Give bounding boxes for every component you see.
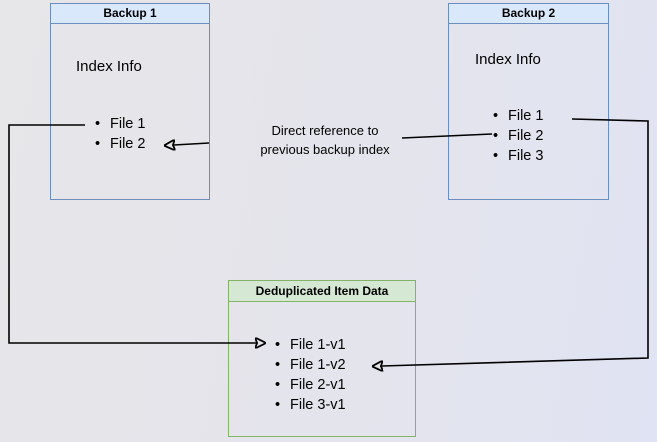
backup1-box: Backup 1 Index Info File 1 File 2: [50, 3, 210, 200]
backup2-file-2: File 2: [493, 126, 543, 146]
backup1-file-1: File 1: [95, 114, 145, 134]
backup2-file-1: File 1: [493, 106, 543, 126]
backup2-subtitle: Index Info: [475, 51, 541, 68]
dedup-file-list: File 1-v1 File 1-v2 File 2-v1 File 3-v1: [275, 335, 346, 415]
file-label: File 2-v1: [290, 377, 346, 393]
file-label: File 1-v2: [290, 357, 346, 373]
file-label: File 1-v1: [290, 337, 346, 353]
dedup-file-1v1: File 1-v1: [275, 335, 346, 355]
dedup-file-2v1: File 2-v1: [275, 375, 346, 395]
backup2-file-list: File 1 File 2 File 3: [493, 106, 543, 166]
file-label: File 2: [508, 128, 544, 144]
dedup-header: Deduplicated Item Data: [229, 281, 415, 302]
file-label: File 1: [508, 108, 544, 124]
backup2-box: Backup 2 Index Info File 1 File 2 File 3: [448, 3, 609, 200]
backup1-subtitle: Index Info: [76, 58, 142, 75]
direct-reference-label-line2: previous backup index: [260, 142, 390, 157]
file-label: File 1: [110, 116, 146, 132]
file-label: File 2: [110, 136, 146, 152]
direct-reference-label: Direct reference to previous backup inde…: [225, 121, 425, 159]
file-label: File 3-v1: [290, 397, 346, 413]
dedup-box: Deduplicated Item Data File 1-v1 File 1-…: [228, 280, 416, 437]
file-label: File 3: [508, 148, 544, 164]
dedup-file-1v2: File 1-v2: [275, 355, 346, 375]
dedup-file-3v1: File 3-v1: [275, 395, 346, 415]
backup1-file-list: File 1 File 2: [95, 114, 145, 154]
backup1-file-2: File 2: [95, 134, 145, 154]
backup1-header: Backup 1: [51, 4, 209, 24]
backup2-header: Backup 2: [449, 4, 608, 24]
direct-reference-label-line1: Direct reference to: [271, 123, 379, 138]
backup2-file-3: File 3: [493, 146, 543, 166]
